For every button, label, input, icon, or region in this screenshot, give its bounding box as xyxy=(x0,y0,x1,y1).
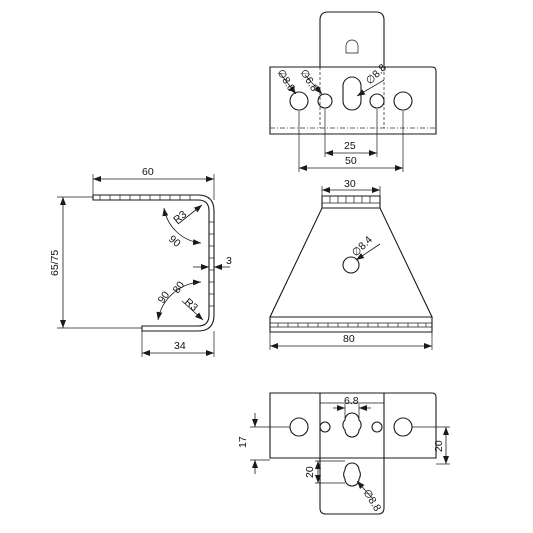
top-view-tab xyxy=(319,11,385,67)
top-view-keyhole xyxy=(345,39,359,54)
front-view: 30 ∅8.4 xyxy=(269,178,433,350)
side-thickness: 3 xyxy=(226,255,232,267)
front-dim-80: 80 xyxy=(343,333,355,345)
bottom-hole-right xyxy=(393,417,413,437)
bottom-view-tab xyxy=(319,393,385,515)
top-hole-left-inner xyxy=(317,93,333,109)
side-angle-upper: 90 xyxy=(166,233,183,250)
side-angle-arc-lower xyxy=(156,279,202,321)
side-view-hatch-vertical xyxy=(209,221,214,307)
top-hole-label-c: ∅8.8 xyxy=(364,62,389,87)
top-view: ∅8.8 ∅6.8 ∅8.8 25 50 xyxy=(269,11,437,172)
top-hole-left-outer xyxy=(289,91,309,111)
bottom-dim-20-left: 20 xyxy=(304,466,316,478)
front-view-hole xyxy=(342,256,360,274)
top-hole-right-inner xyxy=(369,93,385,109)
bottom-dim-20-right: 20 xyxy=(433,440,445,452)
side-dim-34: 34 xyxy=(174,340,186,352)
bottom-view-plate xyxy=(269,392,437,459)
bottom-slot-upper xyxy=(342,412,362,438)
side-dim-60: 60 xyxy=(142,166,154,178)
top-hole-right-outer xyxy=(393,91,413,111)
front-view-top-flange xyxy=(321,195,381,208)
side-angle-arc-upper xyxy=(162,207,202,246)
side-view-hatch-top xyxy=(99,195,191,200)
top-dim-25: 25 xyxy=(344,140,356,152)
bottom-hole-right-inner xyxy=(371,421,383,433)
bottom-dim-6-8: 6.8 xyxy=(344,395,359,407)
front-view-bottom-flange xyxy=(269,317,433,333)
side-view-profile xyxy=(92,194,215,332)
bottom-hole-label: ∅8.8 xyxy=(360,487,383,514)
front-view-hatch-top xyxy=(329,196,371,203)
top-hole-label-b: ∅6.8 xyxy=(297,67,320,94)
side-angle-lower: 90 xyxy=(156,289,173,306)
top-view-plate xyxy=(269,66,437,135)
side-radius-lower: R3 xyxy=(182,296,200,314)
bottom-hole-left xyxy=(289,417,309,437)
side-radius-upper: R3 xyxy=(171,208,189,226)
side-dim-65-75: 65/75 xyxy=(49,250,61,276)
front-view-hatch-bottom xyxy=(277,323,427,327)
bottom-view: 6.8 17 20 20 ∅8.8 xyxy=(237,392,450,515)
side-view: 60 65/75 R3 90 3 90 80 R3 34 xyxy=(49,166,232,357)
front-dim-30: 30 xyxy=(344,178,356,190)
bottom-hole-left-inner xyxy=(319,421,331,433)
front-view-web xyxy=(269,207,433,318)
bottom-slot-lower xyxy=(343,462,361,487)
top-hole-center-slot xyxy=(342,76,362,111)
top-hole-label-a: ∅8.8 xyxy=(274,67,297,94)
bottom-dim-17: 17 xyxy=(237,436,249,448)
top-dim-50: 50 xyxy=(345,155,357,167)
